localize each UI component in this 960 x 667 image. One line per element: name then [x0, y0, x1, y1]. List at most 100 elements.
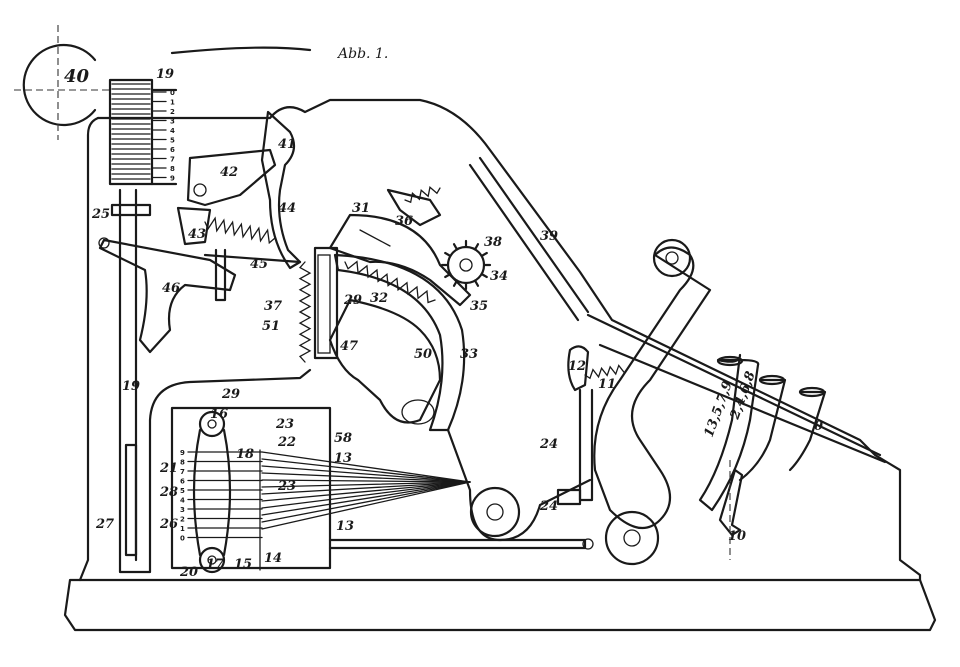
bar-24 — [578, 388, 594, 502]
arm-45 — [203, 253, 302, 264]
part-label: 12 — [568, 359, 586, 374]
scale-digit: 2 — [170, 108, 175, 116]
lower-pivot — [604, 510, 660, 566]
top-cover — [170, 46, 312, 55]
part-label: 20 — [179, 565, 198, 580]
part-label: 29 — [221, 387, 240, 402]
display-dial: 40 — [14, 25, 110, 140]
top-small-lever — [386, 188, 442, 227]
part-label: 44 — [278, 201, 296, 216]
lever-42 — [186, 148, 277, 207]
wheel-digit: 5 — [180, 487, 185, 495]
wire-fan — [261, 451, 471, 530]
part-label: 34 — [490, 269, 508, 284]
belt-right — [222, 428, 232, 557]
base-plate — [63, 578, 937, 632]
vertical-bar — [118, 188, 312, 574]
part-label: 29 — [343, 293, 362, 308]
part-label: 23 — [277, 479, 296, 494]
belt-left — [192, 428, 202, 557]
key-pipes — [698, 353, 827, 512]
frame-58 — [170, 406, 332, 570]
wheel-digit: 6 — [180, 478, 185, 486]
part-label: 51 — [262, 319, 280, 334]
part-label: 18 — [236, 447, 254, 462]
figure-title: Abb. 1. — [336, 46, 388, 62]
scale-digit: 0 — [170, 89, 175, 97]
sector-slot — [359, 229, 391, 247]
lever-12 — [567, 345, 590, 392]
part-label: 24 — [539, 499, 558, 514]
part-label: 25 — [91, 207, 110, 222]
scale-digit: 3 — [170, 118, 175, 126]
lever-46 — [98, 238, 237, 354]
scale-digit: 4 — [170, 127, 175, 135]
housing-left — [78, 116, 100, 582]
part-label: 39 — [540, 229, 558, 244]
wheel-digit: 7 — [180, 468, 185, 476]
wheel-digit: 1 — [180, 525, 185, 533]
scale-digit: 9 — [170, 175, 175, 183]
bracket-10 — [718, 468, 744, 537]
lever-43 — [176, 206, 212, 246]
part-label: 33 — [460, 347, 478, 362]
part-label: 21 — [159, 461, 178, 476]
handle-pivot — [652, 238, 692, 278]
part-label: 47 — [340, 339, 358, 354]
part-label: 36 — [395, 214, 413, 229]
rod-39 — [468, 163, 580, 322]
part-label: 32 — [370, 291, 388, 306]
arm-47 — [328, 298, 442, 424]
main-link — [446, 428, 592, 542]
part-label: 31 — [352, 201, 370, 216]
pivot-lower — [469, 486, 521, 538]
part-label: 24 — [539, 437, 558, 452]
bottom-rod — [328, 538, 587, 550]
part-label: 27 — [95, 517, 114, 532]
spring-plate — [298, 246, 339, 363]
part-label: 46 — [162, 281, 180, 296]
scale-digit: 7 — [170, 156, 175, 164]
part-label: 11 — [598, 377, 616, 392]
part-label: 37 — [264, 299, 282, 314]
part-label: 13 — [334, 451, 352, 466]
crank-25 — [110, 203, 152, 217]
part-label: 28 — [159, 485, 178, 500]
part-label: 17 — [206, 557, 224, 572]
part-label: 14 — [264, 551, 282, 566]
wheel-digit: 0 — [180, 535, 185, 543]
part-label: 42 — [220, 165, 238, 180]
part-label: 50 — [414, 347, 432, 362]
part-label: 45 — [250, 257, 268, 272]
part-label: 26 — [159, 517, 178, 532]
wheel-digit: 2 — [180, 516, 185, 524]
wheel-digit: 9 — [180, 449, 185, 457]
part-label: 23 — [275, 417, 294, 432]
rack-column — [108, 78, 178, 186]
scale-digit: 1 — [170, 99, 175, 107]
part-label: 13 — [336, 519, 354, 534]
slot-27 — [124, 443, 138, 557]
wheel-digit: 4 — [180, 497, 185, 505]
part-label: 35 — [470, 299, 488, 314]
part-label: 0 — [814, 419, 823, 434]
pulley-17 — [198, 546, 226, 574]
wheel-digit: 3 — [180, 506, 185, 514]
arm-45-post — [214, 248, 227, 302]
spring-43 — [204, 216, 276, 245]
wheel-lines — [187, 451, 263, 539]
gear-38 — [440, 239, 492, 291]
part-label: 58 — [334, 431, 352, 446]
rail-lower — [598, 343, 887, 464]
part-label: 15 — [234, 557, 252, 572]
part-label: 38 — [484, 235, 502, 250]
label-19-top: 19 — [156, 67, 174, 82]
scale-digit: 8 — [170, 165, 175, 173]
rail-top — [586, 313, 882, 457]
pulley-16 — [198, 410, 226, 438]
part-label: 41 — [278, 137, 296, 152]
